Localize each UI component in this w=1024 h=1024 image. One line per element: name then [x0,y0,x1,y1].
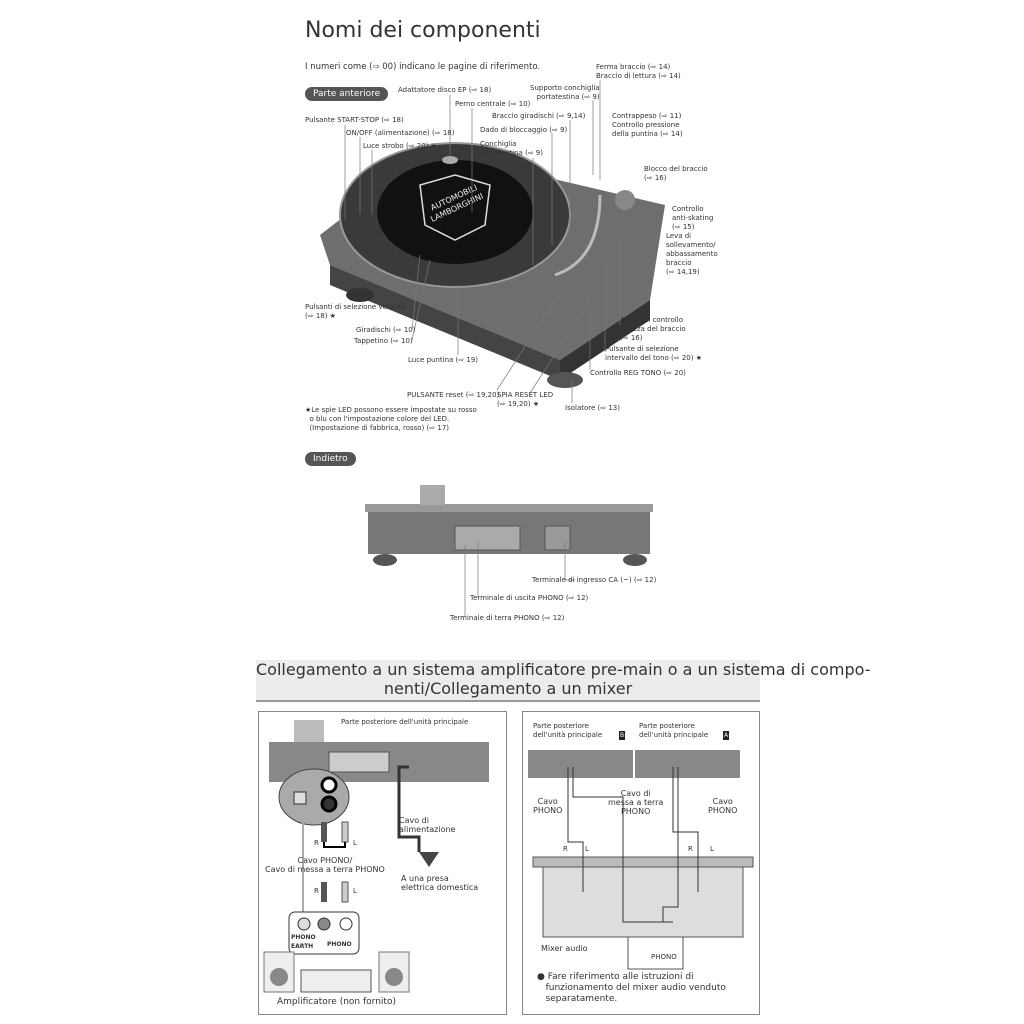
label-locking-nut: Dado di bloccaggio (⇨ 9) [480,126,568,134]
label-speed-buttons: Pulsanti di selezione velocità (⇨ 18) ★ [305,303,406,320]
label-ep-adapter: Adattatore disco EP (⇨ 18) [398,86,492,94]
label-tonearm: Braccio giradischi (⇨ 9,14) [492,112,586,120]
mixer-connection-diagram: Parte posteriore dell'unità principale B… [522,711,760,1015]
label-l-b: L [585,845,589,853]
amplifier-connection-diagram: Parte posteriore dell'unità principale C… [258,711,507,1015]
label-platter: Giradischi (⇨ 10) [356,326,416,334]
page-title: Nomi dei componenti [305,18,541,43]
lamborghini-shield-logo [419,174,491,241]
label-reset-button: PULSANTE reset (⇨ 19,20) [407,391,500,399]
label-rear-unit-b: Parte posteriore dell'unità principale [533,722,603,739]
label-rear-main-unit: Parte posteriore dell'unità principale [341,718,469,726]
label-phono-cable-b: Cavo PHONO [533,797,563,815]
label-strobe: Luce strobo (⇨ 20) ★ [363,142,437,150]
label-anti-skating: Controllo anti-skating (⇨ 15) [672,205,714,231]
label-phono-cable: Cavo PHONO/ Cavo di messa a terra PHONO [265,856,385,874]
label-phono-cable-a: Cavo PHONO [708,797,738,815]
label-insulator: Isolatore (⇨ 13) [565,404,620,412]
label-center-spindle: Perno centrale (⇨ 10) [455,100,531,108]
label-power-cable: Cavo di alimentazione [399,816,456,834]
label-reset-led: SPIA RESET LED (⇨ 19,20) ★ [497,391,554,408]
tonearm [554,194,602,277]
badge-unit-a: A [723,731,730,740]
record-mat [377,160,533,264]
label-phono-earth-terminal: PHONO EARTH [291,934,316,950]
label-l-top: L [353,839,357,847]
intro-text: I numeri come (⇨ 00) indicano le pagine … [305,62,541,72]
label-arm-clamp: Ferma braccio (⇨ 14) Braccio di lettura … [596,63,681,80]
label-stylus-light: Luce puntina (⇨ 19) [408,356,479,364]
label-height-ring: Anello di controllo altezza del braccio … [620,316,686,342]
turntable-front-illustration: AUTOMOBILI LAMBORGHINI [320,80,665,403]
label-audio-mixer: Mixer audio [541,944,588,953]
label-headshell: Conchiglia portatestina (⇨ 9) [480,140,543,157]
label-pitch-control: Controllo REG TONO (⇨ 20) [590,369,686,377]
front-section-pill: Parte anteriore [305,87,389,101]
label-headshell-rest: Supporto conchiglia portatestina (⇨ 9) [530,84,600,101]
label-pitch-range: Pulsante di selezione intervallo del ton… [605,345,702,362]
label-power: ON/OFF (alimentazione) (⇨ 18) [346,129,455,137]
label-start-stop: Pulsante START-STOP (⇨ 18) [305,116,404,124]
label-phono-earth: Terminale di terra PHONO (⇨ 12) [450,614,565,622]
label-r-b: R [563,845,568,853]
label-l-bottom: L [353,887,357,895]
label-arm-lock: Blocco del braccio (⇨ 16) [644,165,708,182]
label-r-a: R [688,845,693,853]
label-mat: Tappetino (⇨ 10) [354,337,413,345]
amplifier-wiring-illustration [263,720,489,993]
label-mixer-phono: PHONO [651,953,677,961]
label-r-bottom: R [314,887,319,895]
mixer-note: ● Fare riferimento alle istruzioni di fu… [537,972,726,1004]
turntable-back-illustration [365,485,653,617]
label-ac-inlet: Terminale di ingresso CA (~) (⇨ 12) [532,576,657,584]
label-phono-terminal: PHONO [327,941,352,948]
label-phono-output: Terminale di uscita PHONO (⇨ 12) [470,594,589,602]
label-counterweight: Contrappeso (⇨ 11) Controllo pressione d… [612,112,683,138]
label-ground-cable: Cavo di messa a terra PHONO [608,789,664,816]
connection-section-title: Collegamento a un sistema amplificatore … [256,660,870,702]
label-amplifier: Amplificatore (non fornito) [277,997,396,1007]
label-l-a: L [710,845,714,853]
label-r-top: R [314,839,319,847]
label-power-outlet: A una presa elettrica domestica [401,874,479,892]
label-rear-unit-a: Parte posteriore dell'unità principale [639,722,709,739]
badge-unit-b: B [619,731,626,740]
back-section-pill: Indietro [305,452,356,466]
connection-title-text: Collegamento a un sistema amplificatore … [256,660,871,698]
led-footnote: ★Le spie LED possono essere impostate su… [305,406,477,432]
label-lift-lever: Leva di sollevamento/ abbassamento bracc… [666,232,718,276]
mixer-wiring-illustration [528,750,754,970]
